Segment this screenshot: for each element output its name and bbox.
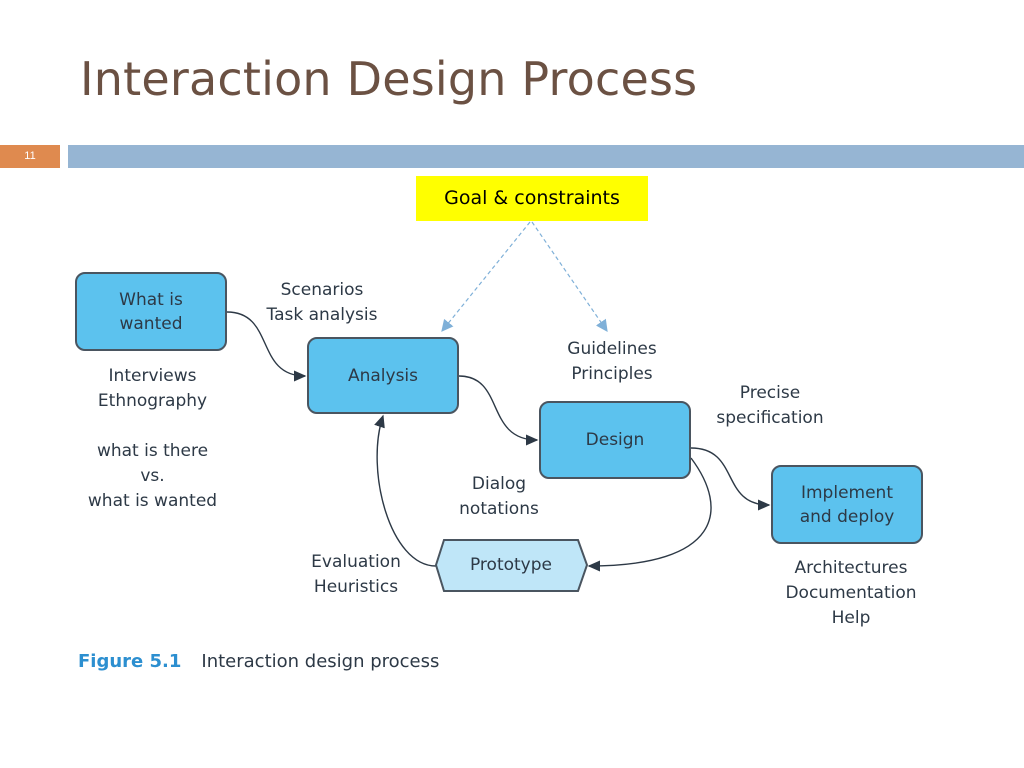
analysis-label: Analysis — [347, 365, 419, 386]
evaluation-note: Evaluation Heuristics — [311, 552, 401, 597]
prototype-to-analysis-arrow — [374, 414, 437, 567]
design-node: Design — [539, 401, 691, 479]
figure-caption: Figure 5.1 Interaction design process — [78, 651, 439, 672]
design-to-implement-arrow — [690, 447, 771, 511]
prototype-shape — [434, 539, 589, 592]
guidelines-note: Guidelines Principles — [567, 339, 657, 384]
implement-deploy-node: Implement and deploy — [771, 465, 923, 544]
interviews-note: Interviews Ethnography what is there vs.… — [87, 366, 218, 511]
wanted-to-analysis-arrow — [226, 311, 307, 382]
title-divider-bar — [68, 145, 1024, 168]
precise-spec-note: Precise specification — [716, 383, 824, 428]
goal-to-guidelines-arrow — [531, 221, 608, 332]
analysis-node: Analysis — [307, 337, 459, 414]
architectures-note: Architectures Documentation Help — [785, 558, 917, 628]
figure-caption-text: Interaction design process — [201, 651, 440, 672]
what-is-wanted-node: What is wanted — [75, 272, 227, 351]
goal-constraints-callout: Goal & constraints — [416, 176, 648, 221]
analysis-to-design-arrow — [458, 375, 539, 446]
slide-title: Interaction Design Process — [80, 52, 698, 106]
scenarios-note: Scenarios Task analysis — [266, 280, 378, 325]
design-label: Design — [585, 430, 645, 450]
goal-to-analysis-arrow — [441, 221, 531, 332]
implement-deploy-label: Implement and deploy — [799, 482, 895, 527]
what-is-wanted-label: What is wanted — [119, 289, 183, 334]
design-to-prototype-arrow — [587, 457, 712, 572]
dialog-notations-note: Dialog notations — [459, 474, 539, 519]
prototype-label: Prototype — [469, 555, 552, 575]
slide-number: 11 — [0, 145, 60, 168]
figure-label: Figure 5.1 — [78, 651, 182, 672]
